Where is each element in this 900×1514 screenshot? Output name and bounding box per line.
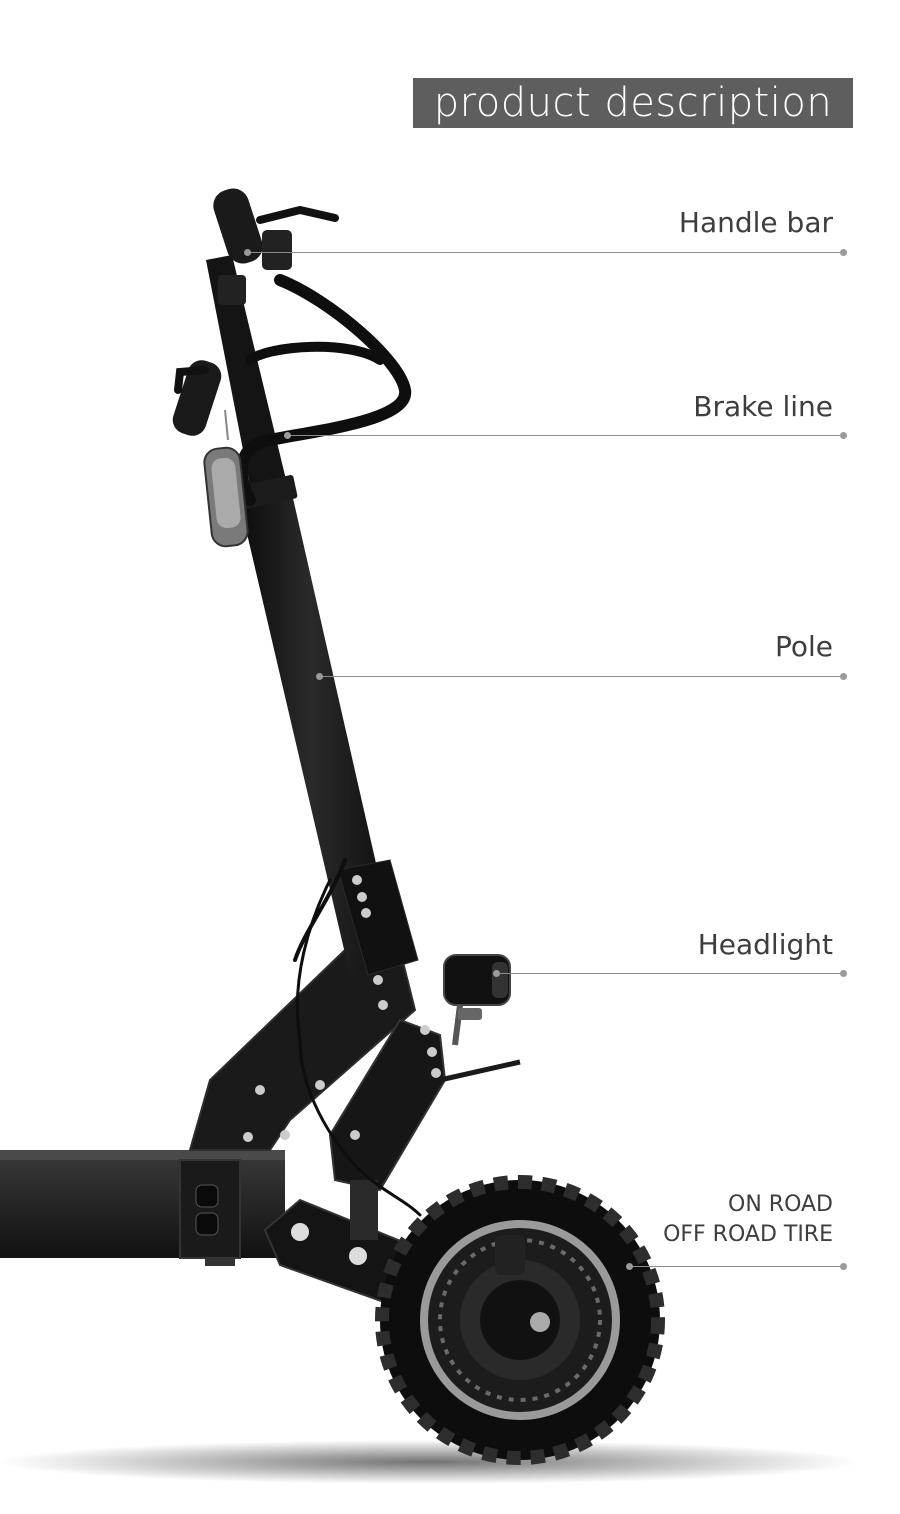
key-fob [203,409,249,548]
section-title: product description [413,78,853,128]
headlight-label: Headlight [697,928,833,961]
pole-end-dot [840,673,847,680]
deck [0,1150,285,1266]
handle-bar-label: Handle bar [678,206,833,239]
brake-line-leader-line [288,435,844,436]
front-wheel [375,1175,665,1465]
headlight-leader-line [497,973,844,974]
headlight-start-dot [493,970,500,977]
brake-cables [235,274,422,1217]
headlight-end-dot [840,970,847,977]
pole-start-dot [316,673,323,680]
pole-label: Pole [774,630,833,663]
brake-line-label: Brake line [693,390,833,423]
handle-bar-start-dot [244,249,251,256]
tire-leader-line [630,1266,844,1267]
tire-label-line2: OFF ROAD TIRE [663,1222,833,1247]
brake-line-start-dot [284,432,291,439]
brake-line-end-dot [840,432,847,439]
pole-leader-line [320,676,844,677]
tire-start-dot [626,1263,633,1270]
stem-pole [206,255,419,976]
handle-bar-end-dot [840,249,847,256]
tire-label-line1: ON ROAD [728,1192,833,1217]
headlight-lamp [439,954,521,1083]
ground-shadow [0,1440,860,1484]
handle-bar-leader-line [248,252,844,253]
tire-end-dot [840,1263,847,1270]
handlebar [172,188,339,436]
